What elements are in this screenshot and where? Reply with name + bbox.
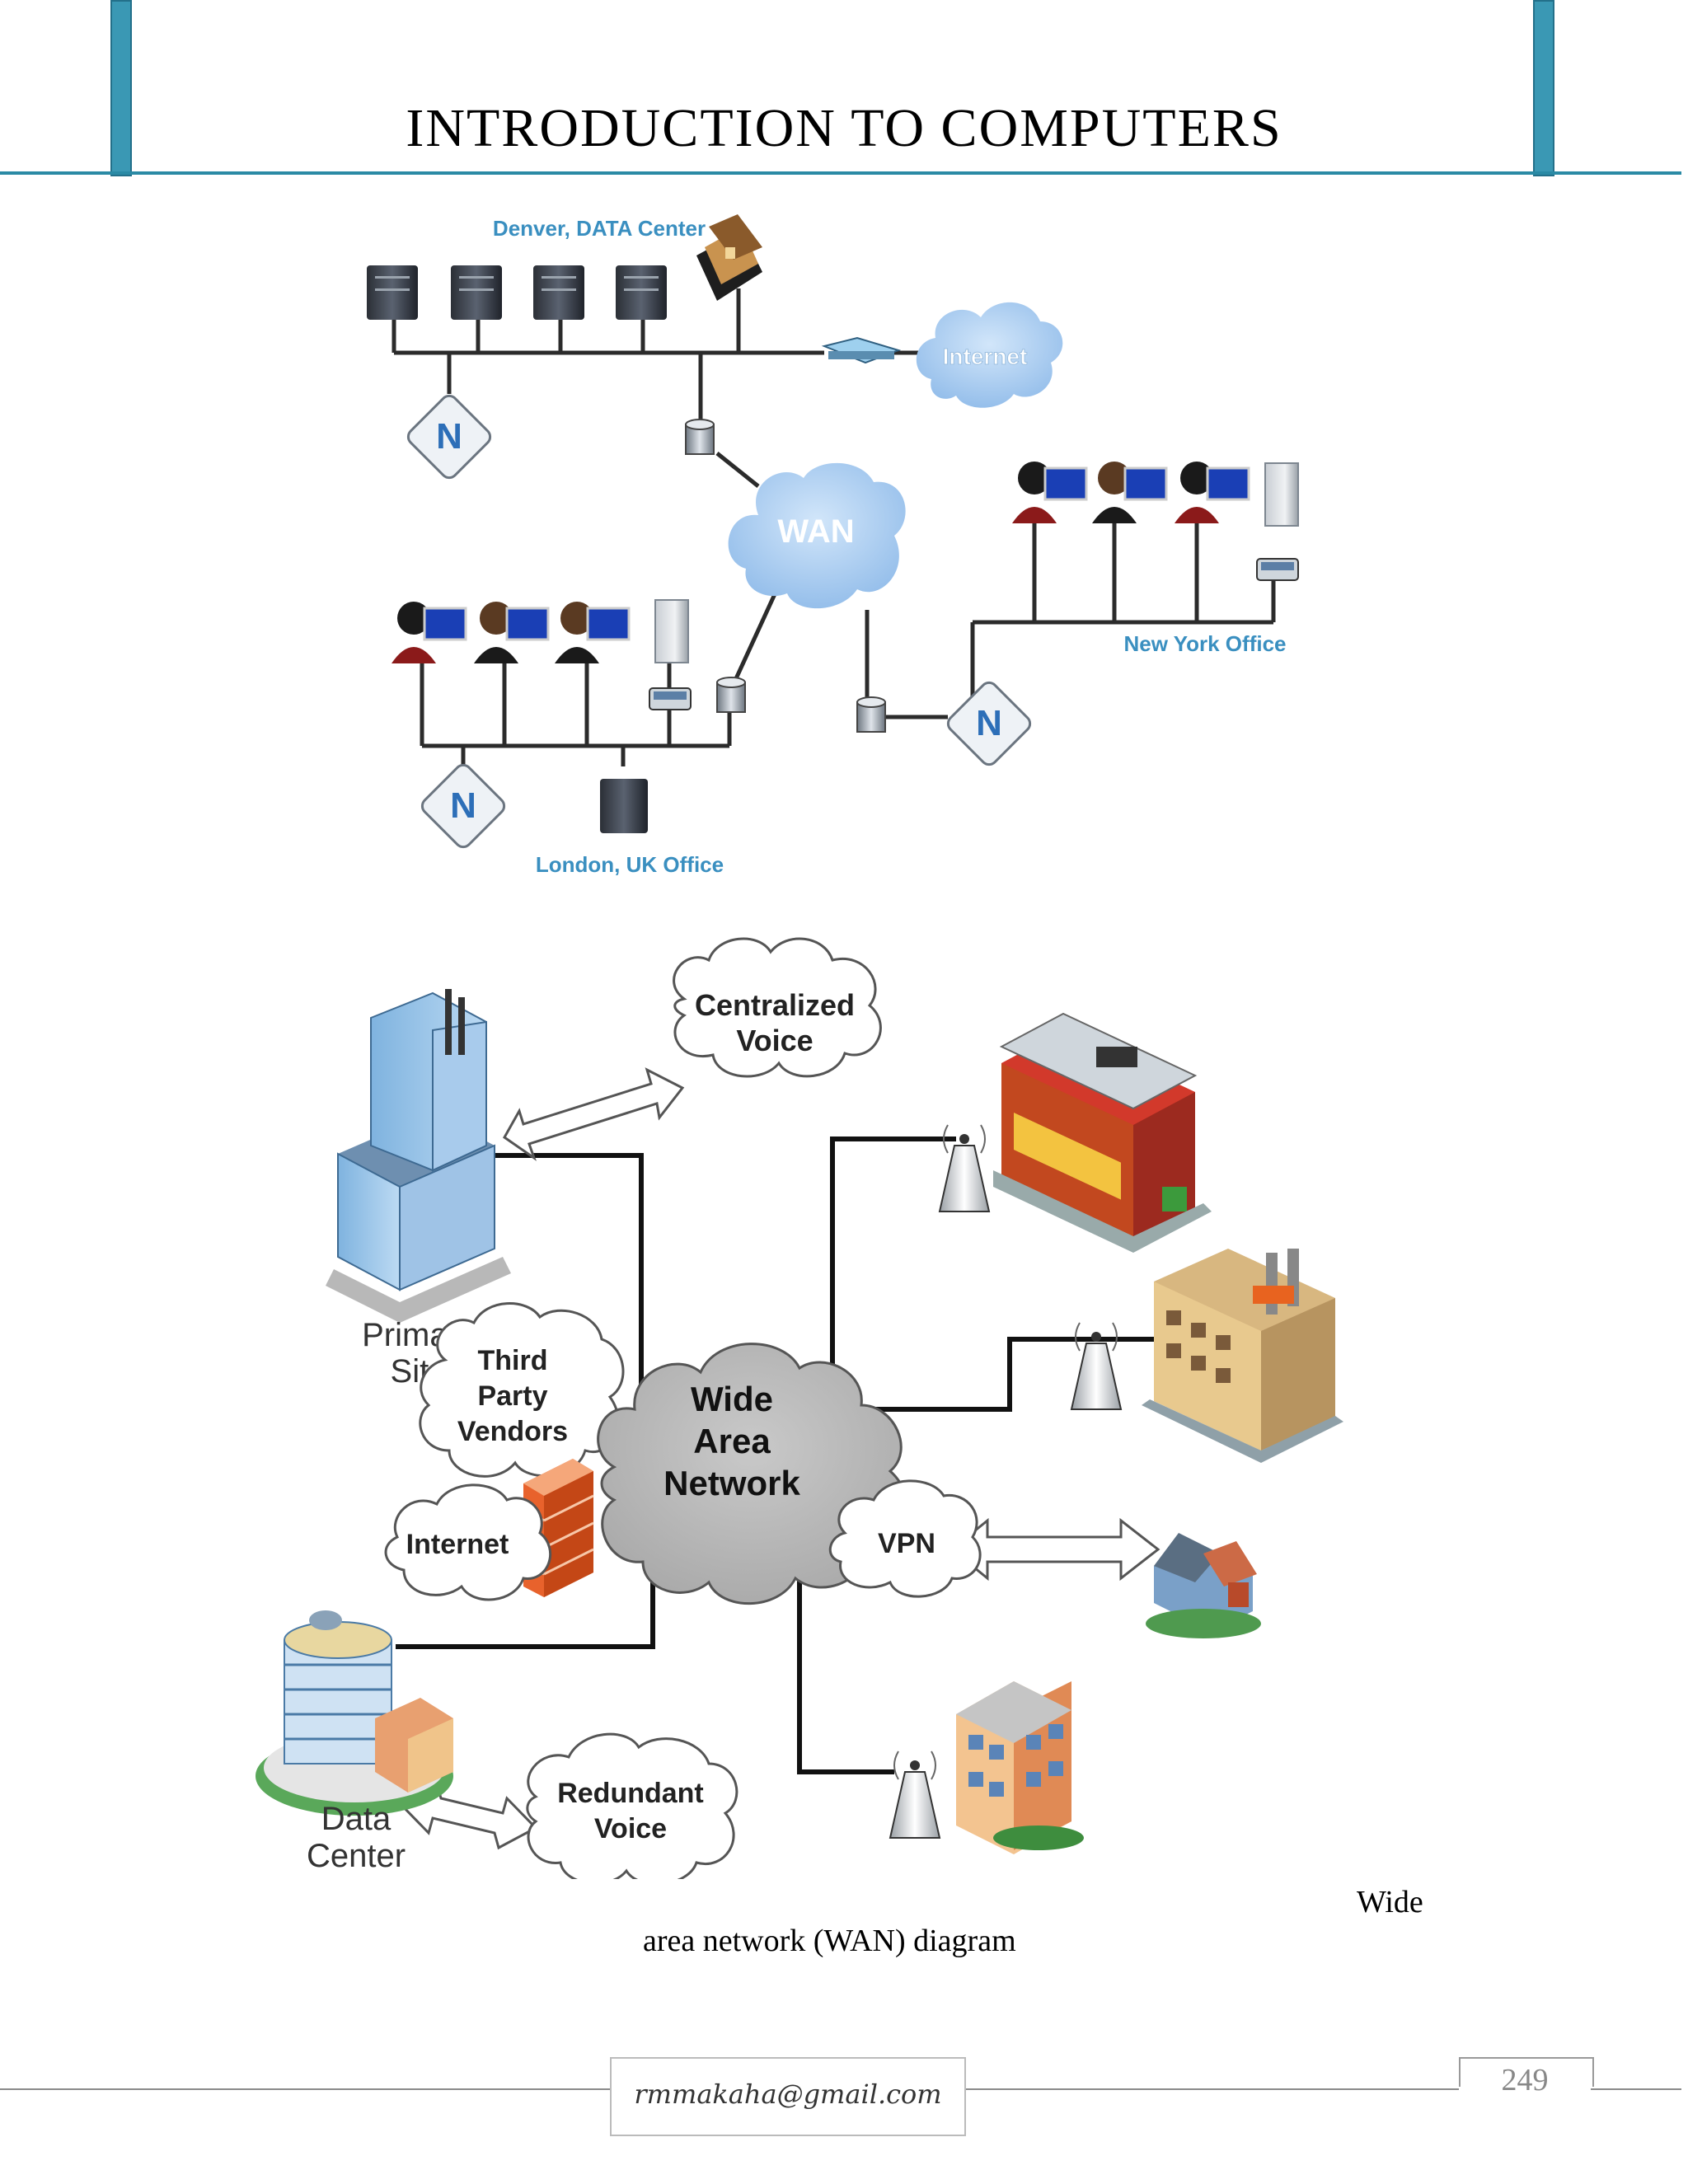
antenna-icons (889, 1124, 1123, 1839)
footer-rule-mid (966, 2088, 1459, 2090)
wan-label: WAN (777, 513, 854, 550)
centralized-label-1: Centralized (695, 988, 855, 1022)
wan-office-diagram: Internet WAN N N N (367, 214, 1299, 877)
newyork-user-icons (1012, 462, 1299, 581)
centralized-voice-cloud: Centralized Voice (673, 937, 882, 1078)
figure-caption-line2: area network (WAN) diagram (643, 1924, 1016, 1958)
footer-email: rmmakaha@gmail.com (634, 2079, 942, 2110)
redundant-voice-cloud: Redundant Voice (526, 1732, 738, 1879)
wan-label-3: Network (663, 1464, 800, 1502)
svg-text:N: N (976, 703, 1002, 743)
redundant-label-1: Redundant (557, 1778, 704, 1809)
newyork-label: New York Office (1124, 631, 1287, 656)
datacenter-label: Denver, DATA Center (493, 216, 706, 241)
network-device-icons: N N N (406, 394, 1032, 849)
retail-store-icon (993, 1012, 1212, 1253)
vendors-label-2: Party (477, 1380, 547, 1412)
vendors-label-3: Vendors (457, 1416, 568, 1447)
vpn-cloud: VPN (828, 1479, 982, 1598)
svg-text:N: N (436, 416, 462, 457)
redundant-label-2: Voice (594, 1813, 667, 1844)
server-rack-icons (367, 265, 667, 320)
wan-label-1: Wide (691, 1380, 773, 1418)
data-center-building-icon (256, 1610, 453, 1816)
footer-email-box: rmmakaha@gmail.com (610, 2057, 966, 2136)
london-server-icon (600, 779, 648, 833)
london-user-icons (392, 599, 692, 833)
wan-cloud-icon: WAN (728, 462, 906, 609)
home-office-icon (1146, 1533, 1261, 1638)
hub-icons (685, 419, 886, 733)
apartment-building-icon (956, 1681, 1084, 1854)
header-left-bar (110, 0, 132, 176)
header-rule (0, 171, 1681, 175)
london-label: London, UK Office (536, 852, 724, 877)
datacenter-building-icon (696, 214, 762, 301)
internet-cloud: Internet (384, 1483, 552, 1601)
wide-area-network-diagram: Centralized Voice Primary Site Third Par… (256, 937, 1343, 1879)
third-party-vendors-cloud: Third Party Vendors (419, 1302, 625, 1478)
internet-label: Internet (943, 344, 1028, 369)
header-right-bar (1533, 0, 1554, 176)
datacenter-label-2: Center (307, 1838, 406, 1874)
router-icon (821, 336, 902, 364)
primary-site-building-icon (326, 989, 511, 1323)
wan-label-2: Area (693, 1422, 771, 1460)
internet-label-2: Internet (406, 1529, 509, 1560)
datacenter-label-1: Data (321, 1801, 392, 1837)
centralized-label-2: Voice (736, 1024, 813, 1057)
figure-caption-line1: Wide (1357, 1885, 1423, 1919)
page-number: 249 (1501, 2063, 1549, 2097)
page-number-tab (1459, 2057, 1594, 2087)
vpn-label: VPN (878, 1528, 935, 1559)
footer-rule-left (0, 2088, 610, 2090)
factory-building-icon (1142, 1249, 1343, 1463)
wan-cloud: Wide Area Network (597, 1343, 908, 1605)
svg-text:N: N (450, 785, 476, 826)
internet-cloud-icon: Internet (916, 302, 1063, 408)
vendors-label-1: Third (478, 1345, 548, 1376)
footer-rule-right (1591, 2088, 1681, 2090)
page-title: INTRODUCTION TO COMPUTERS (406, 98, 1282, 158)
